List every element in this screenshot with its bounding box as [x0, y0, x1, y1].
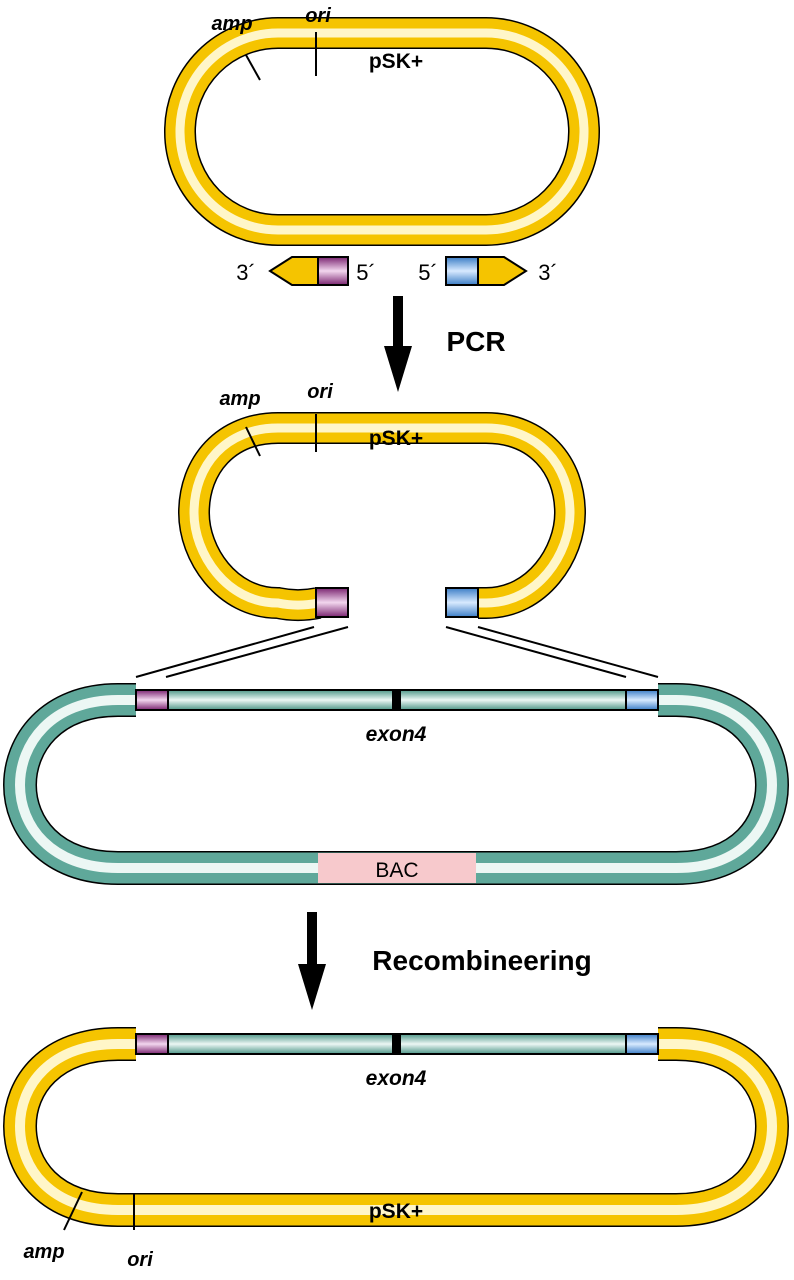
recombineering-label: Recombineering — [372, 945, 591, 976]
bac-label: BAC — [375, 859, 418, 882]
bac-exon-label: exon4 — [366, 723, 427, 746]
pcr-blue-homology-arm — [445, 587, 479, 618]
left-primer-5prime: 5´ — [356, 260, 376, 285]
bac-purple-homology — [135, 689, 169, 711]
bac-plasmid: exon4 BAC — [2, 683, 790, 885]
top-amp-label: amp — [211, 13, 252, 35]
right-primer-5prime: 5´ — [418, 260, 438, 285]
right-primer-3prime: 3´ — [538, 260, 558, 285]
pcr-label: PCR — [446, 326, 505, 357]
top-ori-label: ori — [305, 5, 331, 27]
final-plasmid-name: pSK+ — [369, 1200, 423, 1223]
pcr-product: pSK+ amp ori — [177, 381, 587, 621]
final-exon4-marker — [392, 1033, 401, 1055]
left-primer: 3´ 5´ — [236, 256, 376, 286]
recombineering-arrow: Recombineering — [298, 912, 592, 1010]
right-primer: 5´ 3´ — [418, 256, 558, 286]
left-primer-3prime: 3´ — [236, 260, 256, 285]
final-blue-homology — [625, 1033, 659, 1055]
final-exon-label: exon4 — [366, 1067, 427, 1090]
pcr-purple-homology-arm — [315, 587, 349, 618]
pcr-ori-label: ori — [307, 381, 333, 403]
final-ori-label: ori — [127, 1249, 153, 1271]
top-plasmid: pSK+ amp ori — [164, 5, 600, 246]
final-plasmid: exon4 pSK+ amp ori — [2, 1027, 790, 1271]
bac-backbone-marker — [318, 853, 476, 883]
top-plasmid-name: pSK+ — [369, 50, 423, 73]
crossover-lines — [135, 626, 659, 678]
final-amp-label: amp — [23, 1241, 64, 1263]
final-purple-homology — [135, 1033, 169, 1055]
bac-exon4-marker — [392, 689, 401, 711]
bac-blue-homology — [625, 689, 659, 711]
pcr-amp-label: amp — [219, 388, 260, 410]
amp-site-marker — [245, 54, 261, 81]
pcr-amp-site-marker — [245, 426, 261, 457]
pcr-plasmid-name: pSK+ — [369, 427, 423, 450]
pcr-arrow: PCR — [384, 296, 506, 392]
final-amp-site-marker — [63, 1191, 83, 1231]
